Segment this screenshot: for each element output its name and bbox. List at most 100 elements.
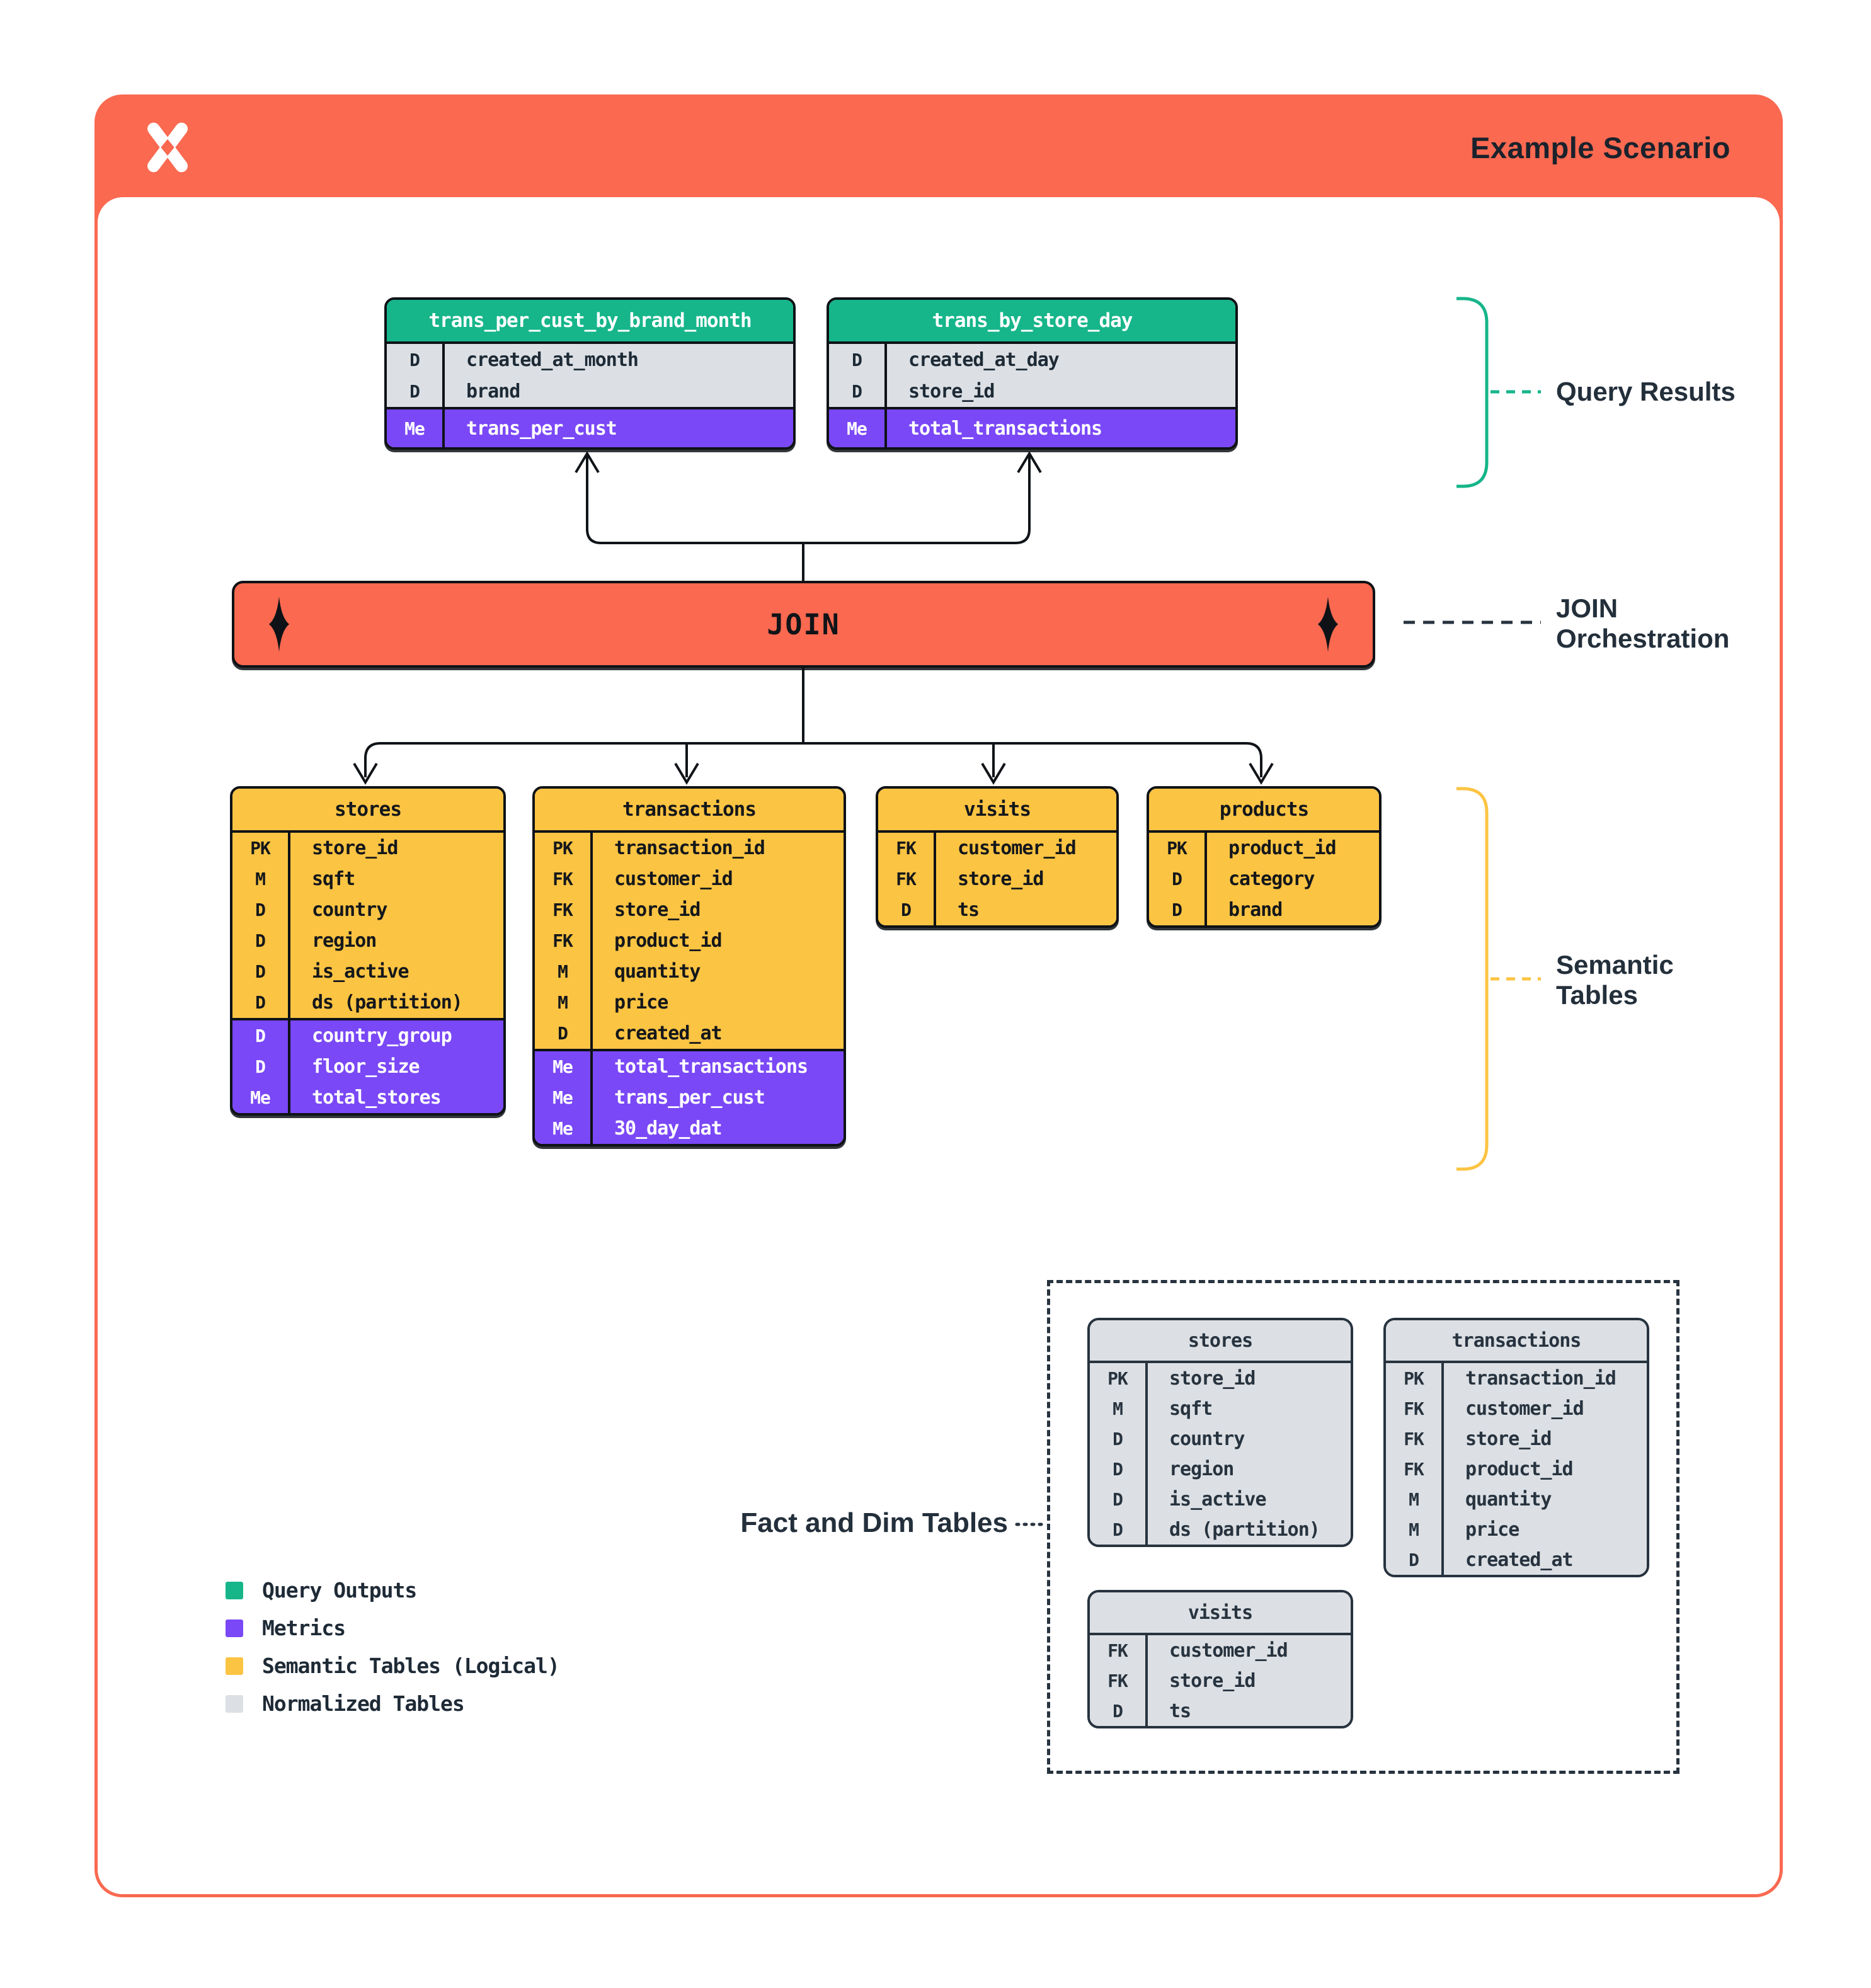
table-row: PK transaction_id [1386, 1363, 1647, 1393]
column-name: total_stores [312, 1087, 442, 1109]
key-badge: FK [535, 925, 593, 956]
app-logo-icon [147, 122, 188, 173]
column-name: sqft [1169, 1397, 1213, 1420]
column-name: price [614, 991, 668, 1014]
page-title: Example Scenario [1470, 131, 1731, 164]
key-badge: D [1090, 1696, 1148, 1726]
column-name: product_id [1228, 837, 1337, 859]
key-badge: D [1149, 864, 1207, 894]
table-title: visits [878, 789, 1116, 833]
table-title: stores [1090, 1320, 1351, 1363]
column-name: brand [1228, 899, 1283, 921]
column-name: quantity [614, 961, 701, 983]
key-badge: D [387, 344, 445, 375]
key-badge: D [232, 894, 290, 925]
column-name: store_id [958, 868, 1044, 890]
key-badge: PK [1149, 833, 1207, 864]
column-name: created_at [614, 1022, 723, 1044]
key-badge: D [535, 1018, 593, 1049]
key-badge: M [535, 987, 593, 1018]
column-name: customer_id [614, 868, 733, 890]
key-badge: FK [878, 864, 936, 894]
legend-label: Query Outputs [262, 1578, 417, 1602]
legend-swatch-icon [226, 1657, 243, 1675]
sparkle-icon [1317, 597, 1339, 652]
table-title: transactions [1386, 1320, 1647, 1363]
key-badge: PK [1386, 1363, 1444, 1393]
key-badge: D [1090, 1484, 1148, 1514]
column-name: floor_size [312, 1056, 420, 1078]
column-name: trans_per_cust [614, 1087, 765, 1109]
column-name: created_at_month [466, 348, 639, 371]
table-title: trans_per_cust_by_brand_month [387, 300, 793, 344]
column-name: store_id [312, 837, 398, 859]
column-name: store_id [1169, 1669, 1256, 1692]
column-name: store_id [1465, 1427, 1552, 1450]
key-badge: D [1386, 1545, 1444, 1575]
key-badge: M [1386, 1484, 1444, 1514]
column-name: quantity [1465, 1488, 1552, 1511]
legend-swatch-icon [226, 1581, 243, 1599]
key-badge: D [387, 375, 445, 407]
join-orchestration-label: JOIN Orchestration [1556, 593, 1730, 653]
key-badge: D [232, 925, 290, 956]
column-name: customer_id [1169, 1639, 1288, 1662]
column-name: region [312, 930, 377, 952]
key-badge: FK [1386, 1454, 1444, 1484]
column-name: total_transactions [908, 417, 1102, 440]
column-name: is_active [312, 961, 409, 983]
column-name: ds (partition) [1169, 1518, 1320, 1541]
column-name: country_group [312, 1025, 452, 1047]
fact-dim-label: Fact and Dim Tables [740, 1507, 1008, 1538]
column-name: category [1228, 868, 1315, 890]
table-title: visits [1090, 1592, 1351, 1635]
legend-label: Normalized Tables [262, 1691, 465, 1716]
key-badge: Me [535, 1051, 593, 1082]
key-badge: D [1090, 1424, 1148, 1454]
column-name: customer_id [1465, 1397, 1584, 1420]
column-name: store_id [1169, 1367, 1256, 1390]
key-badge: D [1149, 894, 1207, 925]
table-row: FK store_id [878, 864, 1116, 894]
column-name: product_id [1465, 1458, 1574, 1480]
legend-swatch-icon [226, 1619, 243, 1637]
sparkle-icon [268, 597, 290, 652]
column-name: transaction_id [1465, 1367, 1616, 1390]
legend-item: Semantic Tables (Logical) [226, 1654, 560, 1678]
key-badge: D [1090, 1454, 1148, 1484]
